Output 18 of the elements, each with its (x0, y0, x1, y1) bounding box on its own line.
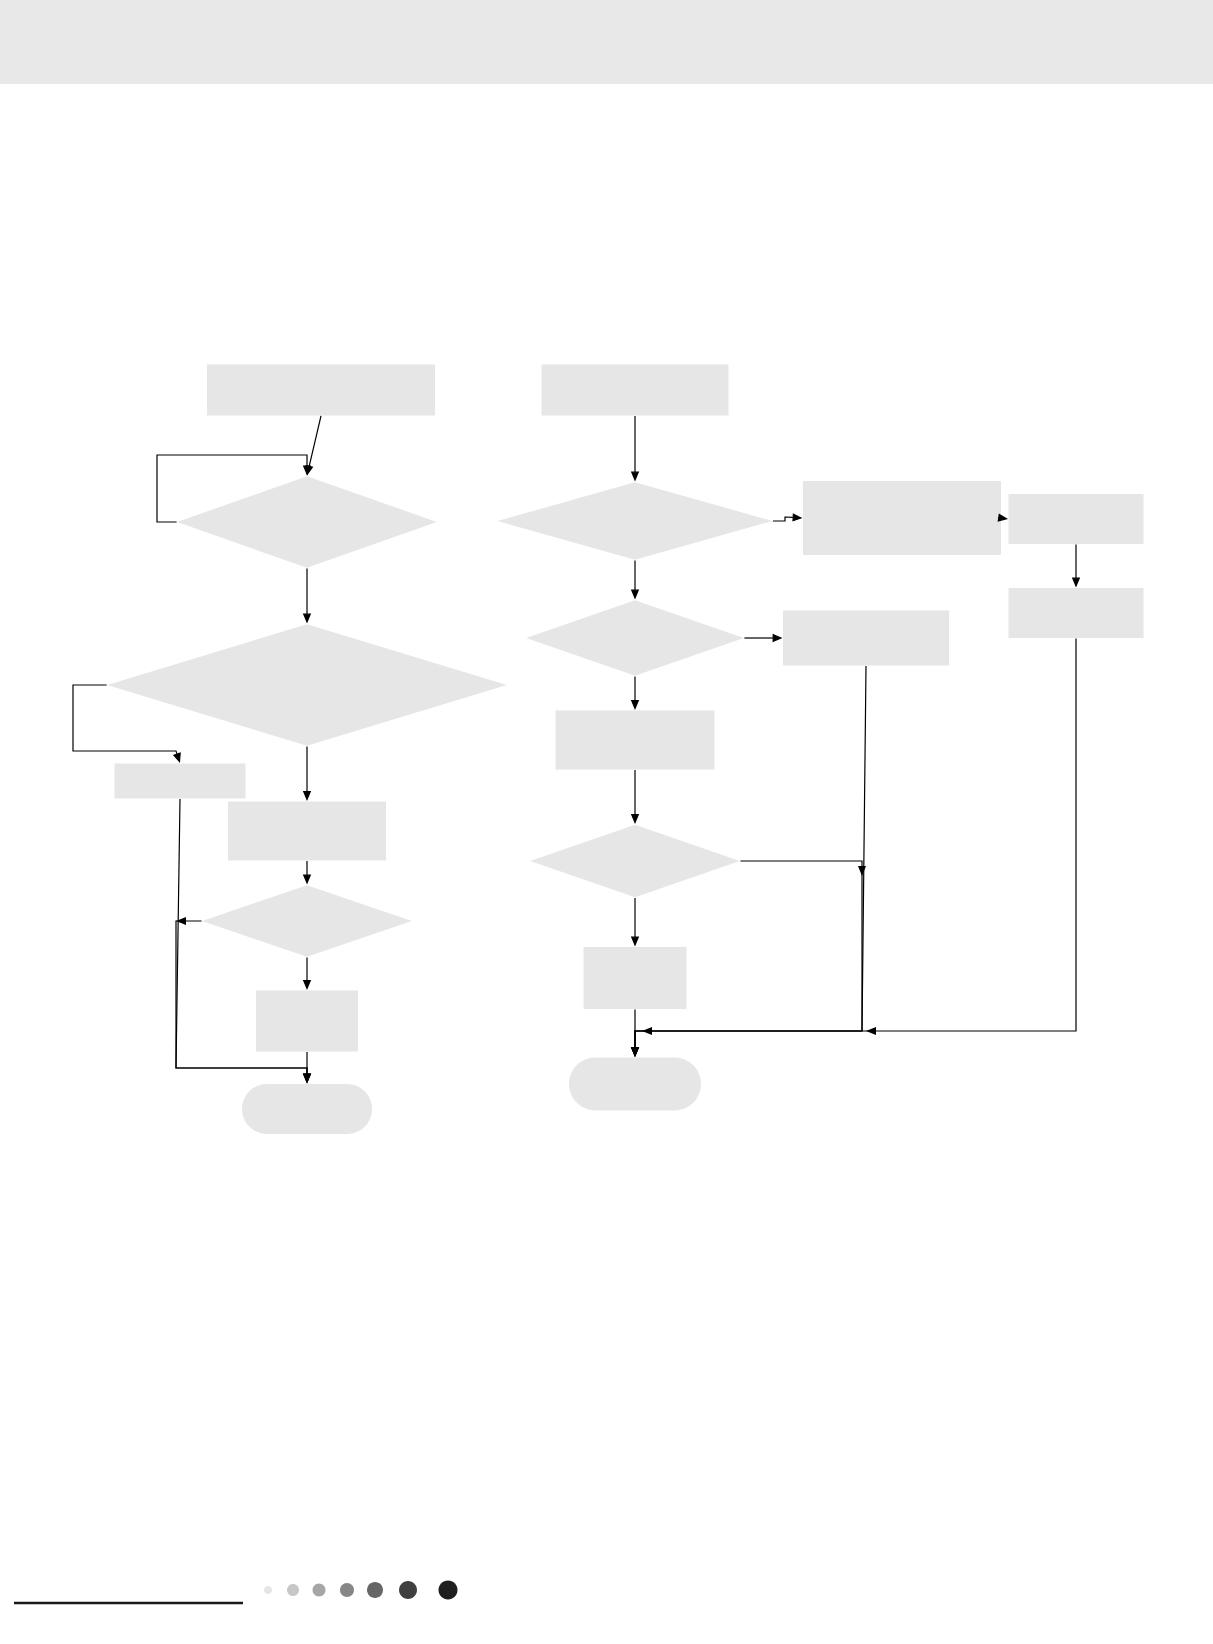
parallelogram-box (228, 801, 386, 861)
decision-diamond (202, 885, 412, 957)
decision-diamond (526, 600, 744, 676)
parallelogram-box (803, 481, 1001, 555)
parallelogram-box (114, 763, 246, 799)
arrow (156, 454, 312, 523)
decision-diamond (177, 476, 437, 568)
decision-diamond (530, 824, 740, 898)
parallelogram-box (583, 947, 687, 1009)
parallelogram-box (207, 364, 435, 416)
parallelogram-box (541, 364, 729, 416)
decision-diamond (497, 482, 773, 560)
parallelogram-box (555, 710, 715, 770)
decision-diamond (107, 624, 507, 746)
parallelogram-box (783, 610, 949, 666)
parallelogram-box (1008, 588, 1144, 638)
parallelogram-box (256, 990, 358, 1052)
parallelogram-box (1008, 494, 1144, 544)
